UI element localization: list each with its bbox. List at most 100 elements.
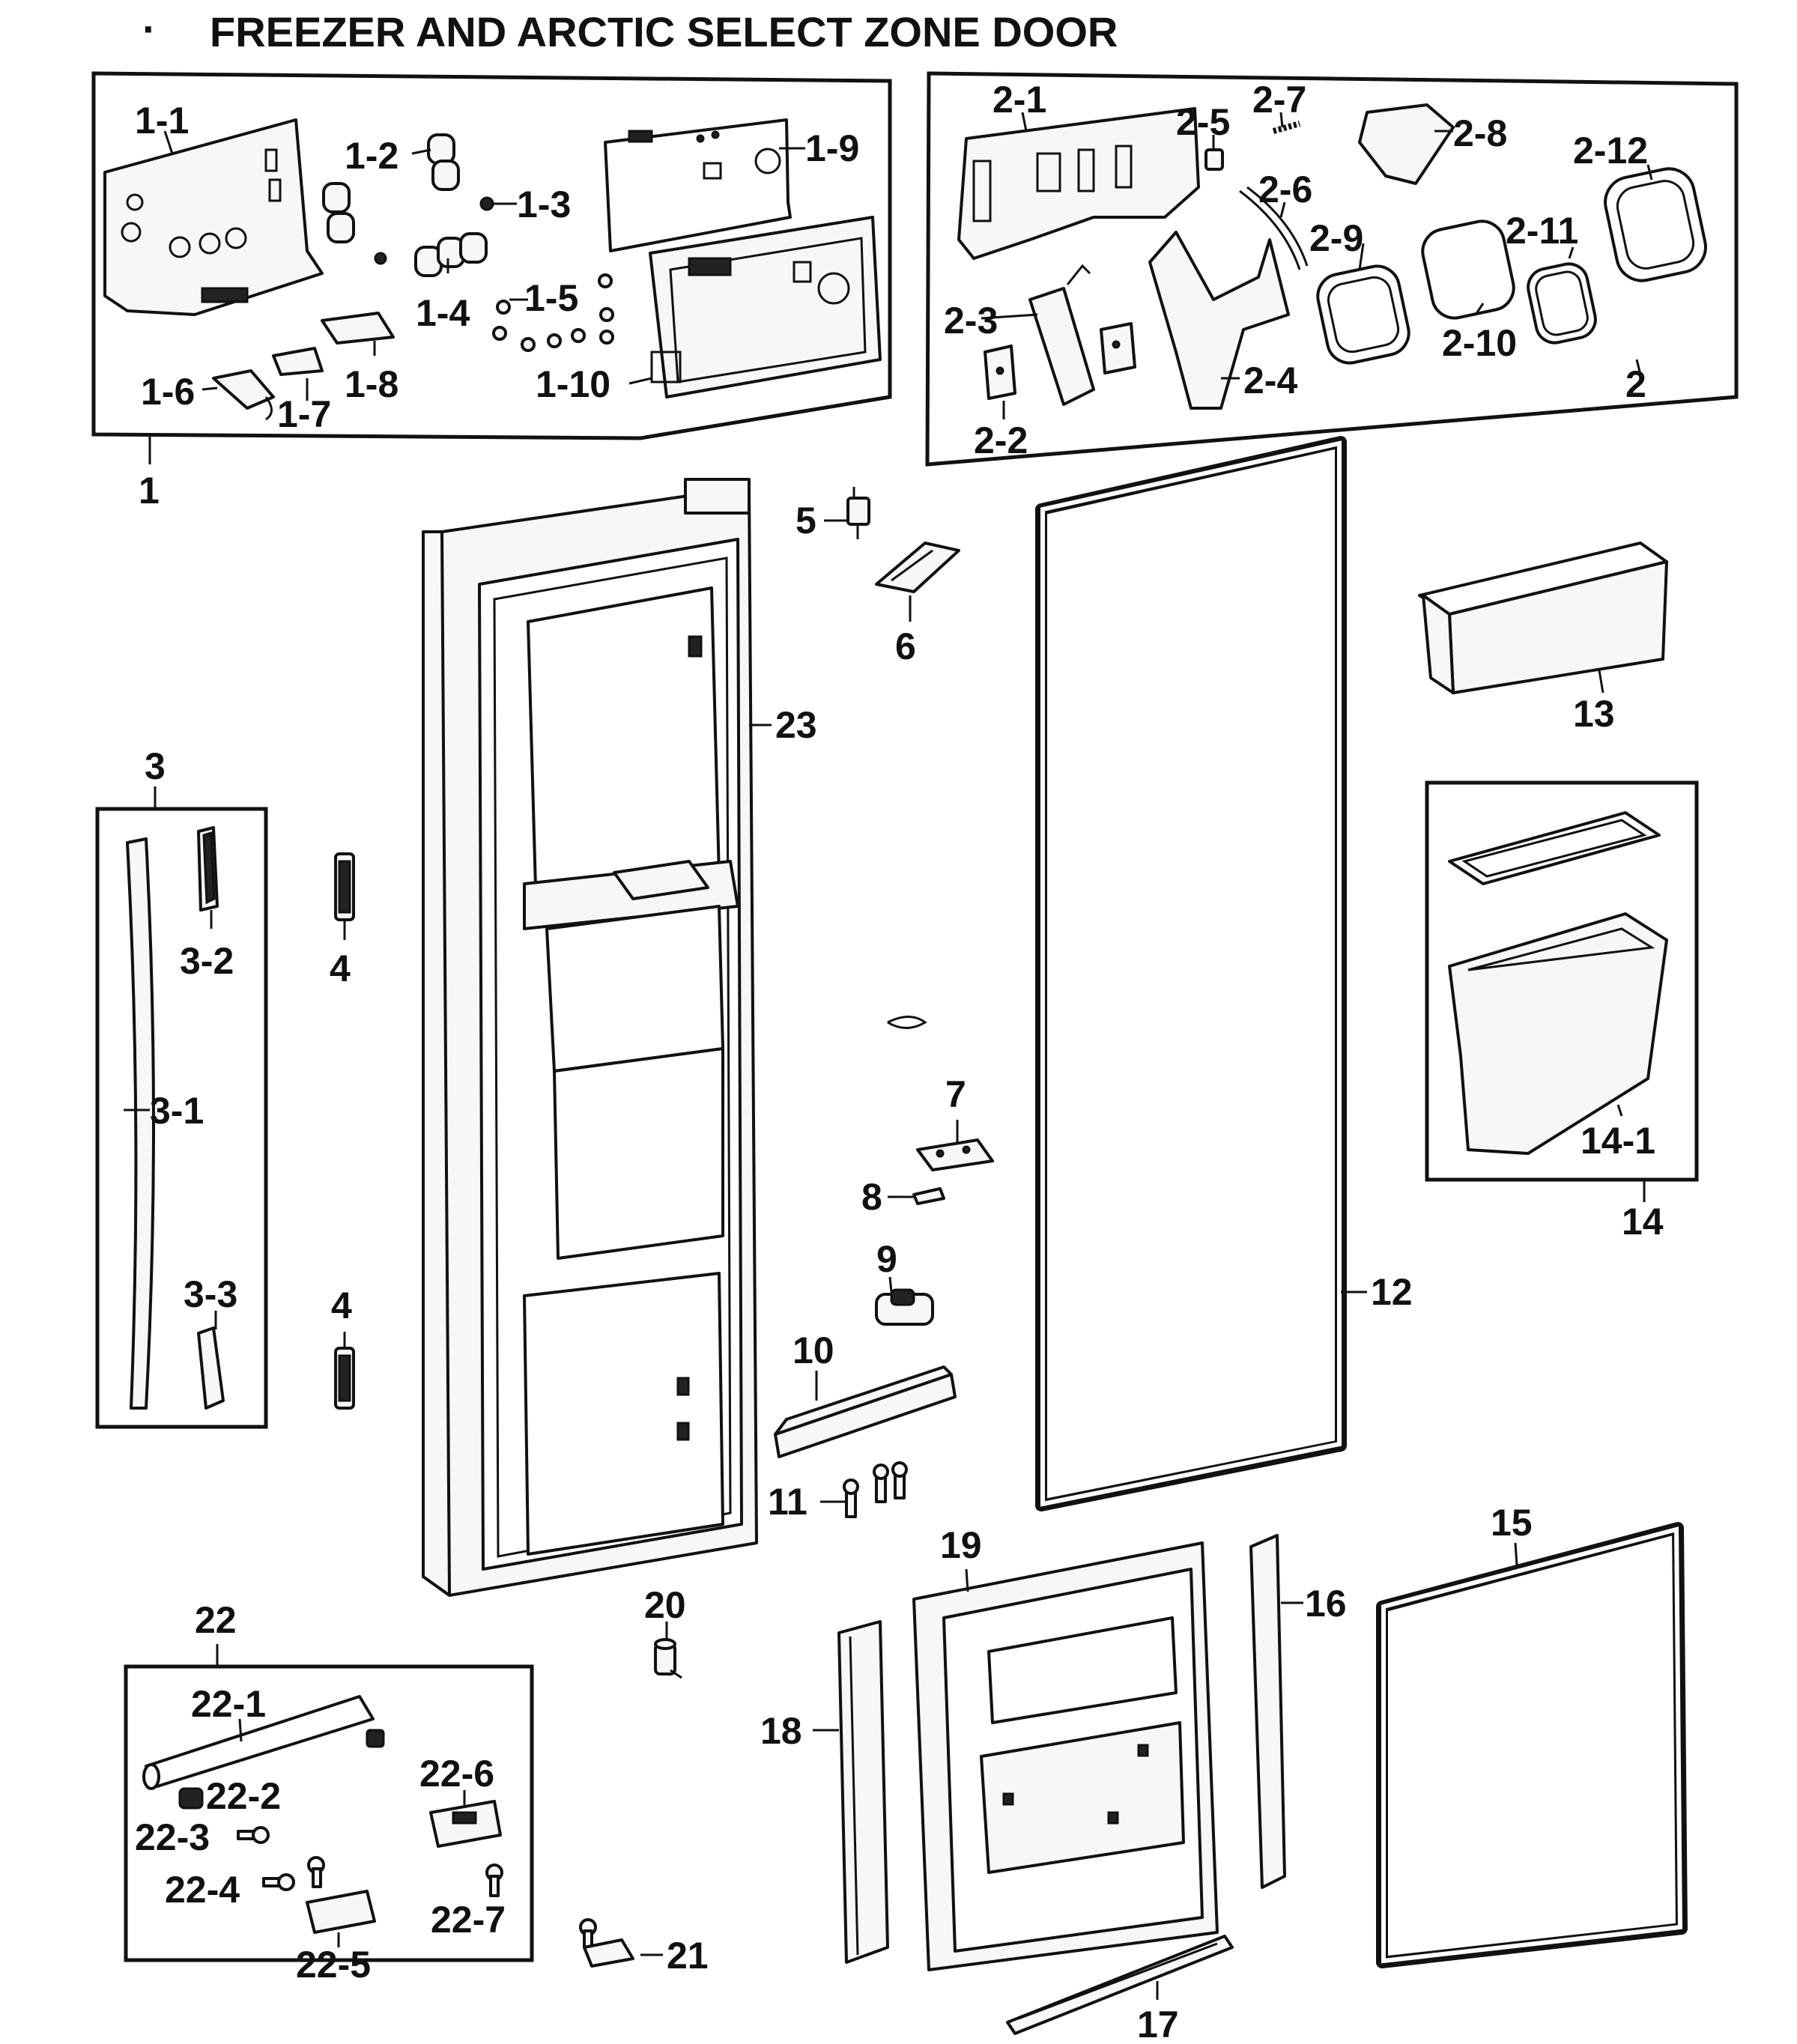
group-1-box <box>91 71 892 464</box>
label-17: 17 <box>1137 2004 1179 2044</box>
part-1-10-housing <box>649 216 882 398</box>
part-11-screws <box>843 1461 908 1518</box>
label-1: 1 <box>139 470 160 512</box>
label-11: 11 <box>768 1481 807 1523</box>
group-14-box <box>1425 780 1699 1182</box>
part-22-2-cap <box>178 1787 204 1810</box>
label-1-3: 1-3 <box>517 184 571 225</box>
part-20-hinge-pin <box>654 1638 682 1679</box>
part-2-6-wire <box>1239 186 1309 270</box>
part-2-5-clip <box>1204 148 1224 171</box>
label-1-2: 1-2 <box>345 135 399 177</box>
part-2-8-flap <box>1358 103 1455 185</box>
label-1-9: 1-9 <box>805 127 859 169</box>
label-10: 10 <box>793 1329 834 1371</box>
part-1-8-pad <box>321 312 395 345</box>
part-22-3-screw <box>237 1826 270 1844</box>
label-2-2: 2-2 <box>974 419 1028 461</box>
part-22-4-screw <box>262 1856 325 1891</box>
label-12: 12 <box>1371 1271 1413 1313</box>
label-1-8: 1-8 <box>345 363 399 405</box>
label-2-5: 2-5 <box>1176 101 1230 143</box>
label-1-5: 1-5 <box>524 277 578 319</box>
part-2-7-spring <box>1272 121 1301 134</box>
title-prefix-mark: · <box>142 5 157 52</box>
part-17-bottom-trim <box>1006 1935 1234 2035</box>
leader-9 <box>888 1276 893 1293</box>
part-15-zone-gasket <box>1376 1522 1688 1968</box>
part-22-1-handle-bar <box>142 1695 375 1790</box>
part-3-1-handle <box>126 837 155 1410</box>
label-16: 16 <box>1305 1583 1347 1625</box>
label-18: 18 <box>760 1710 802 1752</box>
label-1-4: 1-4 <box>416 292 470 334</box>
part-2-9-ring <box>1316 264 1410 365</box>
label-2-3: 2-3 <box>944 300 998 342</box>
label-1-1: 1-1 <box>135 100 189 142</box>
label-3-1: 3-1 <box>150 1090 204 1132</box>
label-14-1: 14-1 <box>1581 1120 1655 1162</box>
part-14-1-bin <box>1448 912 1668 1155</box>
part-2-12-ring <box>1604 167 1707 282</box>
part-7-hinge-plate <box>916 1138 994 1171</box>
part-1-1-bracket <box>103 118 324 316</box>
label-22-5: 22-5 <box>296 1944 371 1986</box>
part-19-zone-door <box>912 1541 1219 1971</box>
label-1-6: 1-6 <box>141 371 195 413</box>
leader-22-1 <box>238 1718 243 1742</box>
label-2-7: 2-7 <box>1252 79 1306 121</box>
label-22-2: 22-2 <box>206 1775 281 1817</box>
part-1-7-clip <box>272 347 324 376</box>
label-3-2: 3-2 <box>180 940 234 982</box>
part-2-3b-plate <box>1100 322 1136 374</box>
label-22: 22 <box>195 1599 237 1641</box>
label-3-3: 3-3 <box>184 1273 237 1315</box>
label-6: 6 <box>895 625 916 667</box>
part-6-guide <box>875 542 960 593</box>
label-7: 7 <box>945 1073 966 1115</box>
part-22-1-clip <box>366 1729 385 1748</box>
label-22-3: 22-3 <box>135 1816 210 1858</box>
part-4-handle-mount-lower <box>334 1347 355 1410</box>
part-14-bin-rail <box>1448 811 1661 885</box>
part-2-4-chute <box>1148 231 1290 410</box>
label-1-7: 1-7 <box>277 393 331 435</box>
label-2-4: 2-4 <box>1243 360 1297 401</box>
group-1-leaders <box>163 130 805 401</box>
label-23: 23 <box>775 704 817 746</box>
part-4-handle-mount-upper <box>334 852 355 921</box>
label-20: 20 <box>644 1584 686 1626</box>
part-18-side-trim <box>837 1620 889 1964</box>
part-1-4-gears <box>414 232 488 277</box>
part-1-2-gears <box>322 133 460 265</box>
part-1-5-grommets <box>492 273 614 352</box>
label-19: 19 <box>940 1524 982 1566</box>
part-13-door-bin <box>1418 542 1668 694</box>
group-22-box <box>124 1664 534 1962</box>
part-22-5-block <box>306 1890 376 1934</box>
label-14: 14 <box>1622 1201 1664 1243</box>
label-5: 5 <box>796 500 816 542</box>
label-3: 3 <box>145 745 166 787</box>
label-2-10: 2-10 <box>1442 322 1517 364</box>
label-2-1: 2-1 <box>993 79 1046 121</box>
label-2-11: 2-11 <box>1506 210 1578 252</box>
label-2: 2 <box>1625 363 1646 405</box>
label-22-4: 22-4 <box>165 1869 240 1911</box>
label-1-10: 1-10 <box>536 363 610 405</box>
part-2-10-cap <box>1421 219 1515 320</box>
part-10-trim <box>774 1365 957 1458</box>
part-1-9-cover <box>604 118 792 252</box>
part-3-2-endcap <box>197 826 219 912</box>
part-21-hinge <box>579 1918 634 1968</box>
part-8-shim <box>912 1187 945 1205</box>
group-3-box <box>95 807 268 1429</box>
label-13: 13 <box>1573 693 1615 735</box>
part-1-6-lever <box>212 369 275 421</box>
group-2-leaders <box>981 112 1653 419</box>
part-2-11-ring <box>1527 262 1597 345</box>
part-22-6-block <box>429 1800 502 1848</box>
label-2-6: 2-6 <box>1258 169 1312 210</box>
